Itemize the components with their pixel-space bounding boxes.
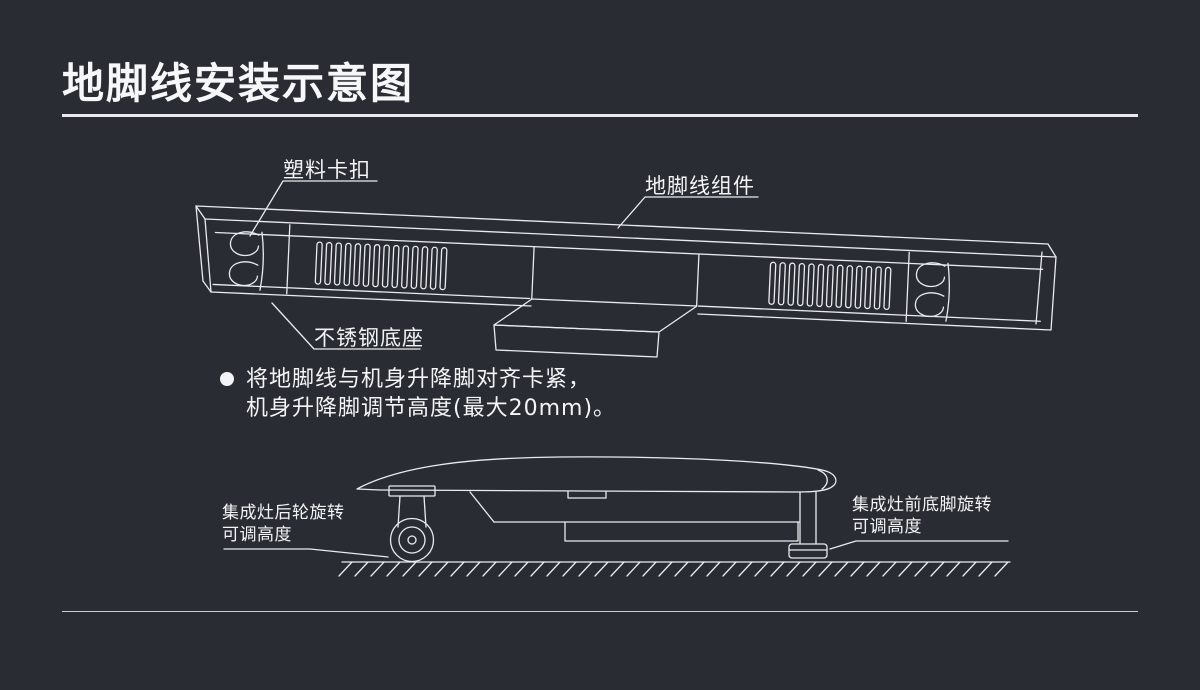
instruction-line-1: 将地脚线与机身升降脚对齐卡紧， — [246, 367, 592, 392]
instruction-text: 将地脚线与机身升降脚对齐卡紧， 机身升降脚调节高度(最大20mm)。 — [246, 365, 616, 423]
front-foot — [788, 491, 828, 559]
page-title: 地脚线安装示意图 — [62, 59, 415, 108]
center-stand — [493, 298, 698, 358]
stove-top-profile — [356, 456, 837, 493]
bullet-icon — [220, 372, 234, 386]
label-front-foot-line-2: 可调高度 — [852, 517, 922, 537]
label-front-foot: 集成灶前底脚旋转 可调高度 — [852, 494, 992, 538]
plastic-clip-left-icon — [228, 230, 265, 291]
leader-rear-wheel — [223, 548, 389, 558]
instruction-note: 将地脚线与机身升降脚对齐卡紧， 机身升降脚调节高度(最大20mm)。 — [220, 365, 616, 423]
bottom-divider — [62, 611, 1138, 612]
plastic-clip-right-icon — [914, 261, 951, 322]
label-front-foot-line-1: 集成灶前底脚旋转 — [852, 495, 992, 515]
caster-wheel — [388, 485, 436, 563]
vent-slats-left — [314, 241, 448, 291]
kickboard-panel — [212, 224, 1044, 322]
label-stainless-base: 不锈钢底座 — [314, 326, 424, 350]
kickboard-outline — [195, 205, 1057, 331]
leader-assembly — [617, 196, 759, 229]
label-plastic-clip: 塑料卡扣 — [283, 158, 371, 182]
label-kickboard-assembly: 地脚线组件 — [645, 174, 755, 198]
label-rear-wheel: 集成灶后轮旋转 可调高度 — [222, 502, 345, 546]
leader-front-foot — [829, 540, 1009, 550]
label-rear-wheel-line-2: 可调高度 — [222, 525, 292, 545]
title-divider — [62, 114, 1138, 117]
leader-base — [271, 302, 421, 350]
vent-slats-right — [768, 261, 892, 311]
stove-base-drawing — [338, 456, 1011, 577]
stove-top-bullnose — [817, 469, 828, 490]
label-rear-wheel-line-1: 集成灶后轮旋转 — [222, 503, 345, 523]
instruction-line-2: 机身升降脚调节高度(最大20mm)。 — [246, 396, 617, 421]
ground-hatching — [338, 561, 1009, 577]
stove-bottom-notch — [567, 491, 607, 499]
leader-plastic-clip — [249, 180, 378, 237]
